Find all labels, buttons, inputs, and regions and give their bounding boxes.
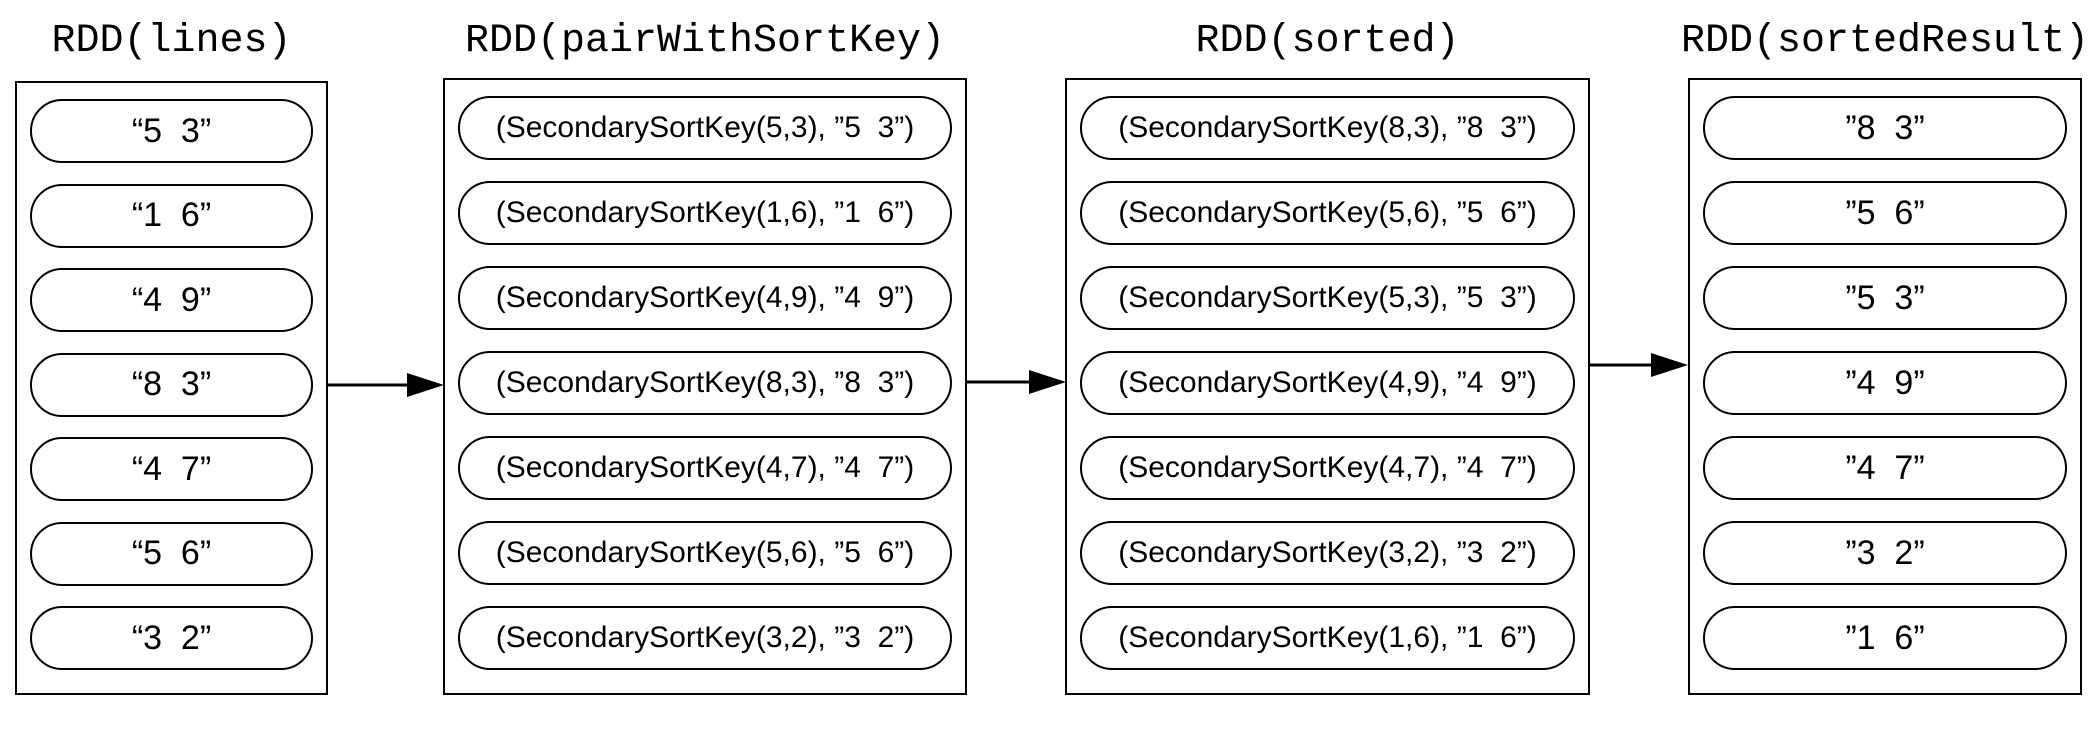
rdd-item: “3 2” [30, 606, 313, 670]
arrow-lines-to-pairWithSortKey-icon [328, 373, 444, 397]
rdd-item: ”5 6” [1703, 181, 2067, 245]
rdd-item: “8 3” [30, 352, 313, 417]
column-title-pairWithSortKey: RDD(pairWithSortKey) [464, 19, 946, 64]
column-title-lines: RDD(lines) [51, 19, 292, 64]
rdd-item: (SecondarySortKey(1,6), ”1 6”) [458, 181, 952, 245]
rdd-item: (SecondarySortKey(1,6), ”1 6”) [1080, 606, 1575, 670]
rdd-item: (SecondarySortKey(8,3), ”8 3”) [458, 351, 952, 415]
rdd-box-sortedResult: ”8 3” ”5 6” ”5 3” ”4 9” ”4 7” ”3 2” ”1 6… [1688, 78, 2082, 695]
rdd-item: (SecondarySortKey(3,2), ”3 2”) [458, 606, 952, 670]
column-title-sorted: RDD(sorted) [1195, 19, 1460, 64]
rdd-box-lines: “5 3” “1 6” “4 9” “8 3” “4 7” “5 6” “3 2… [15, 81, 328, 695]
rdd-item: ”5 3” [1703, 266, 2067, 330]
rdd-item: “1 6” [30, 183, 313, 248]
rdd-item: ”1 6” [1703, 606, 2067, 670]
rdd-item: ”3 2” [1703, 521, 2067, 585]
arrow-sorted-to-sortedResult-icon [1590, 353, 1688, 377]
arrow-pairWithSortKey-to-sorted-icon [967, 370, 1066, 394]
rdd-item: “4 7” [30, 437, 313, 501]
rdd-item: (SecondarySortKey(5,3), ”5 3”) [1080, 266, 1575, 330]
rdd-item: “5 3” [30, 99, 313, 163]
rdd-box-pairWithSortKey: (SecondarySortKey(5,3), ”5 3”) (Secondar… [443, 78, 967, 695]
rdd-item: “4 9” [30, 268, 313, 332]
rdd-item: (SecondarySortKey(8,3), ”8 3”) [1080, 96, 1575, 160]
column-title-sortedResult: RDD(sortedResult) [1680, 19, 2090, 64]
rdd-item: ”8 3” [1703, 96, 2067, 160]
rdd-item: (SecondarySortKey(3,2), ”3 2”) [1080, 521, 1575, 585]
rdd-item: (SecondarySortKey(4,9), ”4 9”) [458, 266, 952, 330]
rdd-item: (SecondarySortKey(4,7), ”4 7”) [458, 436, 952, 500]
rdd-item: “5 6” [30, 521, 313, 586]
rdd-item: (SecondarySortKey(5,6), ”5 6”) [458, 521, 952, 585]
rdd-item: ”4 7” [1703, 436, 2067, 500]
rdd-item: (SecondarySortKey(5,3), ”5 3”) [458, 96, 952, 160]
rdd-item: ”4 9” [1703, 351, 2067, 415]
rdd-item: (SecondarySortKey(4,9), ”4 9”) [1080, 351, 1575, 415]
rdd-box-sorted: (SecondarySortKey(8,3), ”8 3”) (Secondar… [1065, 78, 1590, 695]
rdd-item: (SecondarySortKey(4,7), ”4 7”) [1080, 436, 1575, 500]
rdd-item: (SecondarySortKey(5,6), ”5 6”) [1080, 181, 1575, 245]
